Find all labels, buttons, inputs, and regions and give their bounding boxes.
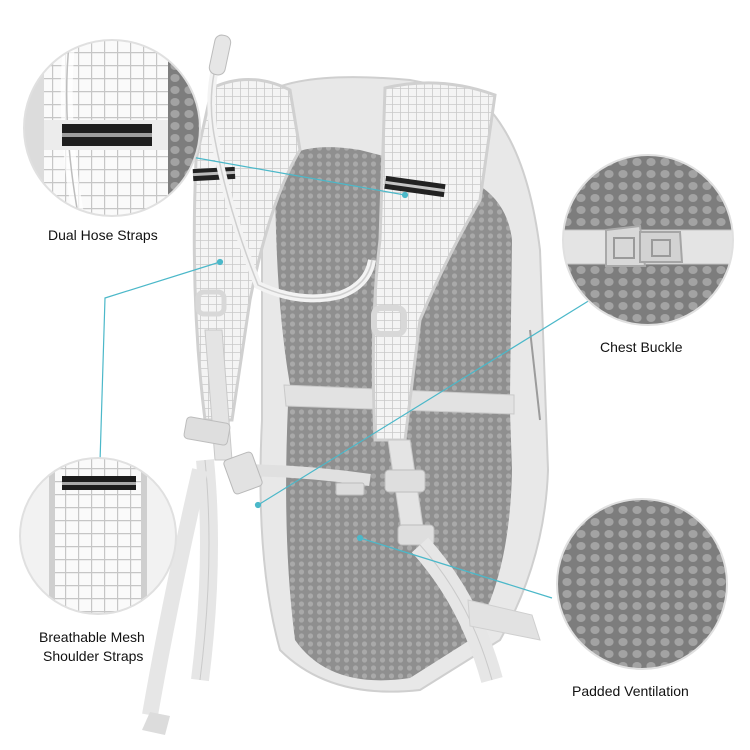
- label-line: Breathable Mesh: [39, 629, 145, 645]
- chest-strap: [223, 451, 371, 496]
- callout-line-chest: [257, 299, 591, 506]
- label-dual-hose-straps: Dual Hose Straps: [48, 226, 158, 245]
- label-breathable-mesh: Breathable Mesh Shoulder Straps: [39, 628, 145, 666]
- side-zipper: [529, 329, 541, 421]
- label-line: Dual Hose Straps: [48, 227, 158, 243]
- label-line: Shoulder Straps: [43, 648, 144, 664]
- label-padded-ventilation: Padded Ventilation: [572, 682, 689, 701]
- callout-line-mesh: [99, 261, 221, 463]
- callout-line-padded: [359, 537, 553, 599]
- hydration-hose: [207, 34, 376, 303]
- label-line: Padded Ventilation: [572, 683, 689, 699]
- zoom-circle-chest-buckle: [562, 154, 734, 326]
- callout-line-hose: [179, 154, 406, 196]
- callout-lines: [99, 154, 591, 599]
- zoom-circle-mesh-straps: [19, 457, 177, 615]
- label-line: Chest Buckle: [600, 339, 683, 355]
- label-chest-buckle: Chest Buckle: [600, 338, 682, 357]
- zoom-circle-hose-straps: [23, 39, 201, 217]
- right-shoulder-strap: [371, 81, 541, 683]
- zoom-circle-padded-ventilation: [556, 498, 728, 670]
